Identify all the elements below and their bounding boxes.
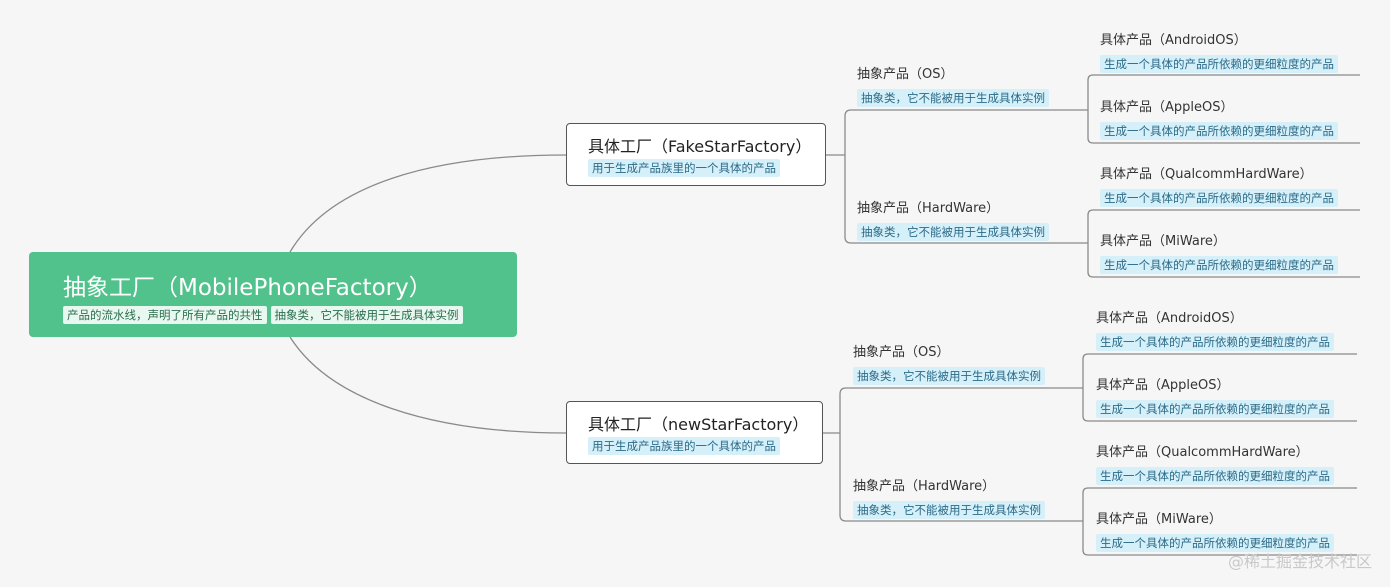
root-to-factory2-line [289, 336, 567, 434]
factory2-os-line [839, 387, 1083, 433]
factory1-os-line [844, 109, 1088, 155]
f2-hw-qualcomm-line [1082, 487, 1357, 521]
concrete-product-note: 生成一个具体的产品所依赖的更细粒度的产品 [1100, 55, 1338, 73]
concrete-product-title: 具体产品（AndroidOS） [1100, 33, 1247, 48]
concrete-product-node[interactable]: 具体产品（QualcommHardWare） 生成一个具体的产品所依赖的更细粒度… [1100, 166, 1338, 207]
concrete-product-node[interactable]: 具体产品（MiWare） 生成一个具体的产品所依赖的更细粒度的产品 [1096, 511, 1334, 552]
f1-hw-qualcomm-line [1087, 209, 1360, 243]
abstract-product-title: 抽象产品（HardWare） [853, 479, 996, 494]
root-to-factory1-line [289, 154, 567, 253]
factory-note: 用于生成产品族里的一个具体的产品 [588, 437, 780, 455]
abstract-product-title: 抽象产品（HardWare） [857, 201, 1000, 216]
concrete-product-node[interactable]: 具体产品（AppleOS） 生成一个具体的产品所依赖的更细粒度的产品 [1100, 99, 1338, 140]
f1-os-apple-line [1087, 110, 1360, 144]
concrete-product-title: 具体产品（AndroidOS） [1096, 311, 1243, 326]
concrete-product-title: 具体产品（AppleOS） [1096, 378, 1230, 393]
factory-note: 用于生成产品族里的一个具体的产品 [588, 159, 780, 177]
root-note: 抽象类，它不能被用于生成具体实例 [270, 306, 463, 324]
f1-os-android-line [1087, 74, 1360, 110]
factory-title: 具体工厂（newStarFactory） [588, 415, 809, 434]
concrete-product-title: 具体产品（AppleOS） [1100, 100, 1234, 115]
concrete-product-node[interactable]: 具体产品（AndroidOS） 生成一个具体的产品所依赖的更细粒度的产品 [1096, 310, 1334, 351]
factory-title: 具体工厂（FakeStarFactory） [588, 137, 812, 156]
abstract-product-node[interactable]: 抽象产品（HardWare） 抽象类，它不能被用于生成具体实例 [853, 478, 1045, 519]
abstract-product-note: 抽象类，它不能被用于生成具体实例 [853, 367, 1045, 385]
factory2-hardware-line [839, 433, 1083, 522]
abstract-product-note: 抽象类，它不能被用于生成具体实例 [857, 89, 1049, 107]
root-note: 产品的流水线，声明了所有产品的共性 [63, 306, 267, 324]
concrete-product-note: 生成一个具体的产品所依赖的更细粒度的产品 [1096, 534, 1334, 552]
concrete-product-title: 具体产品（QualcommHardWare） [1100, 167, 1313, 182]
abstract-product-note: 抽象类，它不能被用于生成具体实例 [857, 223, 1049, 241]
concrete-product-note: 生成一个具体的产品所依赖的更细粒度的产品 [1096, 467, 1334, 485]
concrete-product-node[interactable]: 具体产品（AndroidOS） 生成一个具体的产品所依赖的更细粒度的产品 [1100, 32, 1338, 73]
concrete-product-note: 生成一个具体的产品所依赖的更细粒度的产品 [1100, 122, 1338, 140]
abstract-product-node[interactable]: 抽象产品（OS） 抽象类，它不能被用于生成具体实例 [853, 344, 1045, 385]
abstract-product-note: 抽象类，它不能被用于生成具体实例 [853, 501, 1045, 519]
f2-hw-miware-line [1082, 521, 1357, 556]
f1-hw-miware-line [1087, 243, 1360, 278]
abstract-product-node[interactable]: 抽象产品（HardWare） 抽象类，它不能被用于生成具体实例 [857, 200, 1049, 241]
root-notes: 产品的流水线，声明了所有产品的共性 抽象类，它不能被用于生成具体实例 [63, 306, 463, 324]
factory-node-newstar[interactable]: 具体工厂（newStarFactory） 用于生成产品族里的一个具体的产品 [566, 401, 823, 464]
f2-os-apple-line [1082, 388, 1357, 422]
concrete-product-node[interactable]: 具体产品（QualcommHardWare） 生成一个具体的产品所依赖的更细粒度… [1096, 444, 1334, 485]
abstract-product-title: 抽象产品（OS） [857, 67, 954, 82]
concrete-product-node[interactable]: 具体产品（AppleOS） 生成一个具体的产品所依赖的更细粒度的产品 [1096, 377, 1334, 418]
concrete-product-note: 生成一个具体的产品所依赖的更细粒度的产品 [1100, 256, 1338, 274]
root-node[interactable]: 抽象工厂（MobilePhoneFactory） 产品的流水线，声明了所有产品的… [29, 252, 517, 337]
watermark: @稀土掘金技术社区 [1227, 552, 1372, 571]
concrete-product-title: 具体产品（QualcommHardWare） [1096, 445, 1309, 460]
abstract-product-title: 抽象产品（OS） [853, 345, 950, 360]
concrete-product-title: 具体产品（MiWare） [1100, 234, 1226, 249]
concrete-product-note: 生成一个具体的产品所依赖的更细粒度的产品 [1096, 400, 1334, 418]
concrete-product-node[interactable]: 具体产品（MiWare） 生成一个具体的产品所依赖的更细粒度的产品 [1100, 233, 1338, 274]
f2-os-android-line [1082, 353, 1357, 388]
concrete-product-note: 生成一个具体的产品所依赖的更细粒度的产品 [1100, 189, 1338, 207]
abstract-product-node[interactable]: 抽象产品（OS） 抽象类，它不能被用于生成具体实例 [857, 66, 1049, 107]
concrete-product-note: 生成一个具体的产品所依赖的更细粒度的产品 [1096, 333, 1334, 351]
concrete-product-title: 具体产品（MiWare） [1096, 512, 1222, 527]
root-title: 抽象工厂（MobilePhoneFactory） [63, 275, 432, 301]
factory1-hardware-line [844, 155, 1088, 244]
factory-node-fakestar[interactable]: 具体工厂（FakeStarFactory） 用于生成产品族里的一个具体的产品 [566, 123, 826, 186]
